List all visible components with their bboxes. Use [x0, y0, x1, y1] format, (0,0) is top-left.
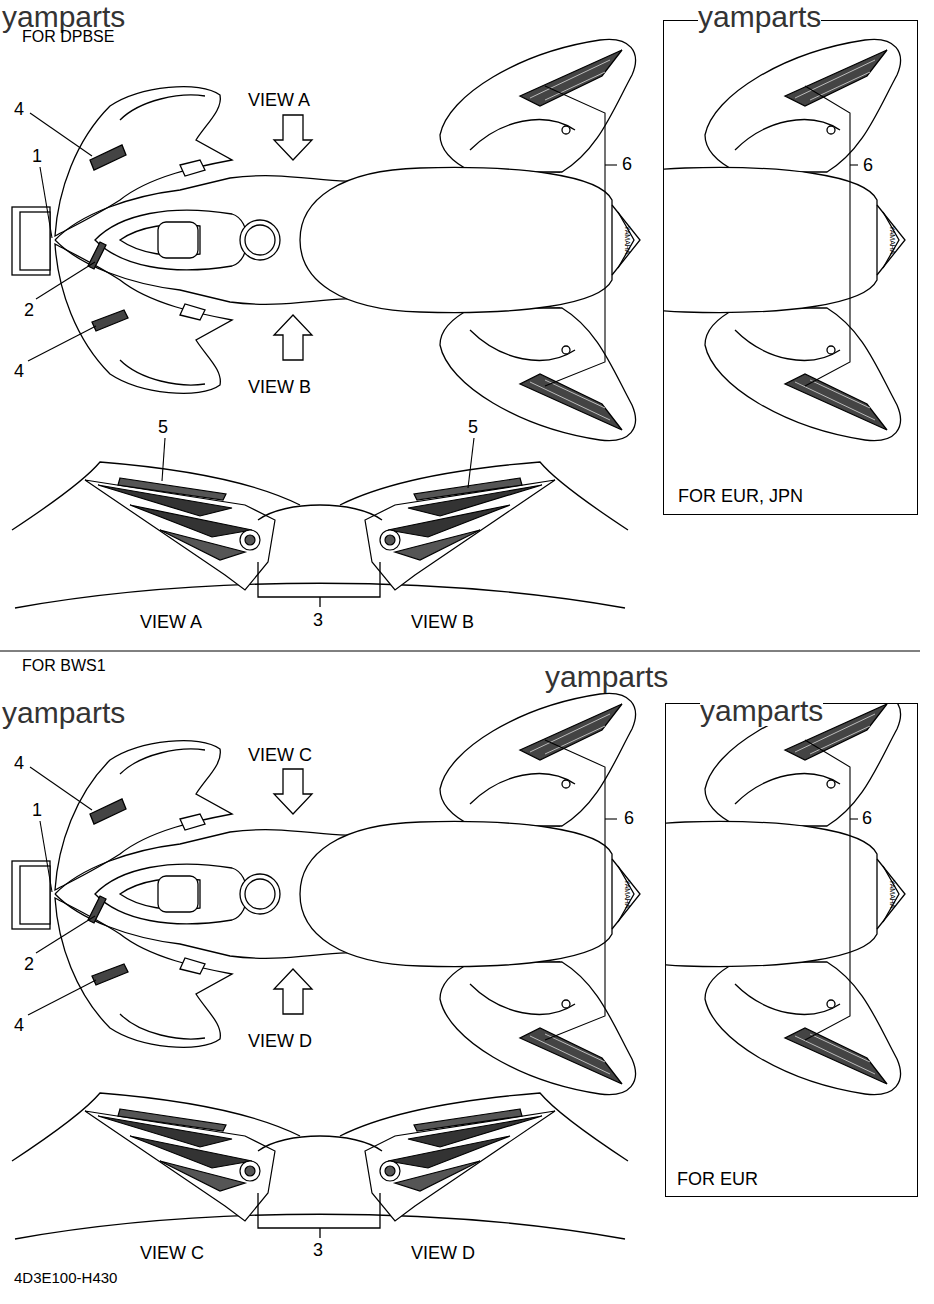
inset-panel: 6FOR EUR — [665, 703, 918, 1197]
watermark: yamparts — [700, 696, 823, 726]
callout-number: 4 — [14, 100, 24, 118]
decal-text: YAMAHA — [889, 225, 896, 254]
decal-text: YAMAHA — [624, 225, 631, 254]
view-label: VIEW B — [411, 613, 474, 631]
view-label: VIEW A — [140, 613, 202, 631]
callout-number: 6 — [624, 809, 634, 827]
callout-number: 1 — [32, 801, 42, 819]
view-label: VIEW A — [248, 91, 310, 109]
variant-note: FOR EUR — [677, 1170, 758, 1188]
callout-number: 6 — [863, 156, 873, 174]
callout-number: 1 — [32, 147, 42, 165]
watermark: yamparts — [698, 2, 821, 32]
variant-note: FOR EUR, JPN — [678, 487, 803, 505]
callout-number: 4 — [14, 362, 24, 380]
watermark: yamparts — [545, 662, 668, 692]
view-label: VIEW D — [248, 1032, 312, 1050]
callout-number: 6 — [622, 155, 632, 173]
figure-code: 4D3E100-H430 — [14, 1270, 117, 1285]
decal-text: YAMAHA — [624, 879, 631, 908]
watermark: yamparts — [2, 2, 125, 32]
variant-note: FOR DPBSE — [22, 29, 114, 45]
callout-number: 3 — [313, 1241, 323, 1259]
variant-note: FOR BWS1 — [22, 658, 106, 674]
view-label: VIEW B — [248, 378, 311, 396]
inset-panel: 6FOR EUR, JPN — [663, 20, 918, 515]
view-label: VIEW D — [411, 1244, 475, 1262]
callout-number: 5 — [158, 418, 168, 436]
callout-number: 2 — [24, 955, 34, 973]
view-label: VIEW C — [140, 1244, 204, 1262]
decal-text: YAMAHA — [889, 879, 896, 908]
callout-number: 4 — [14, 1016, 24, 1034]
callout-number: 2 — [24, 301, 34, 319]
callout-number: 5 — [468, 418, 478, 436]
callout-number: 4 — [14, 754, 24, 772]
callout-number: 6 — [862, 809, 872, 827]
view-label: VIEW C — [248, 746, 312, 764]
callout-number: 3 — [313, 611, 323, 629]
watermark: yamparts — [2, 698, 125, 728]
